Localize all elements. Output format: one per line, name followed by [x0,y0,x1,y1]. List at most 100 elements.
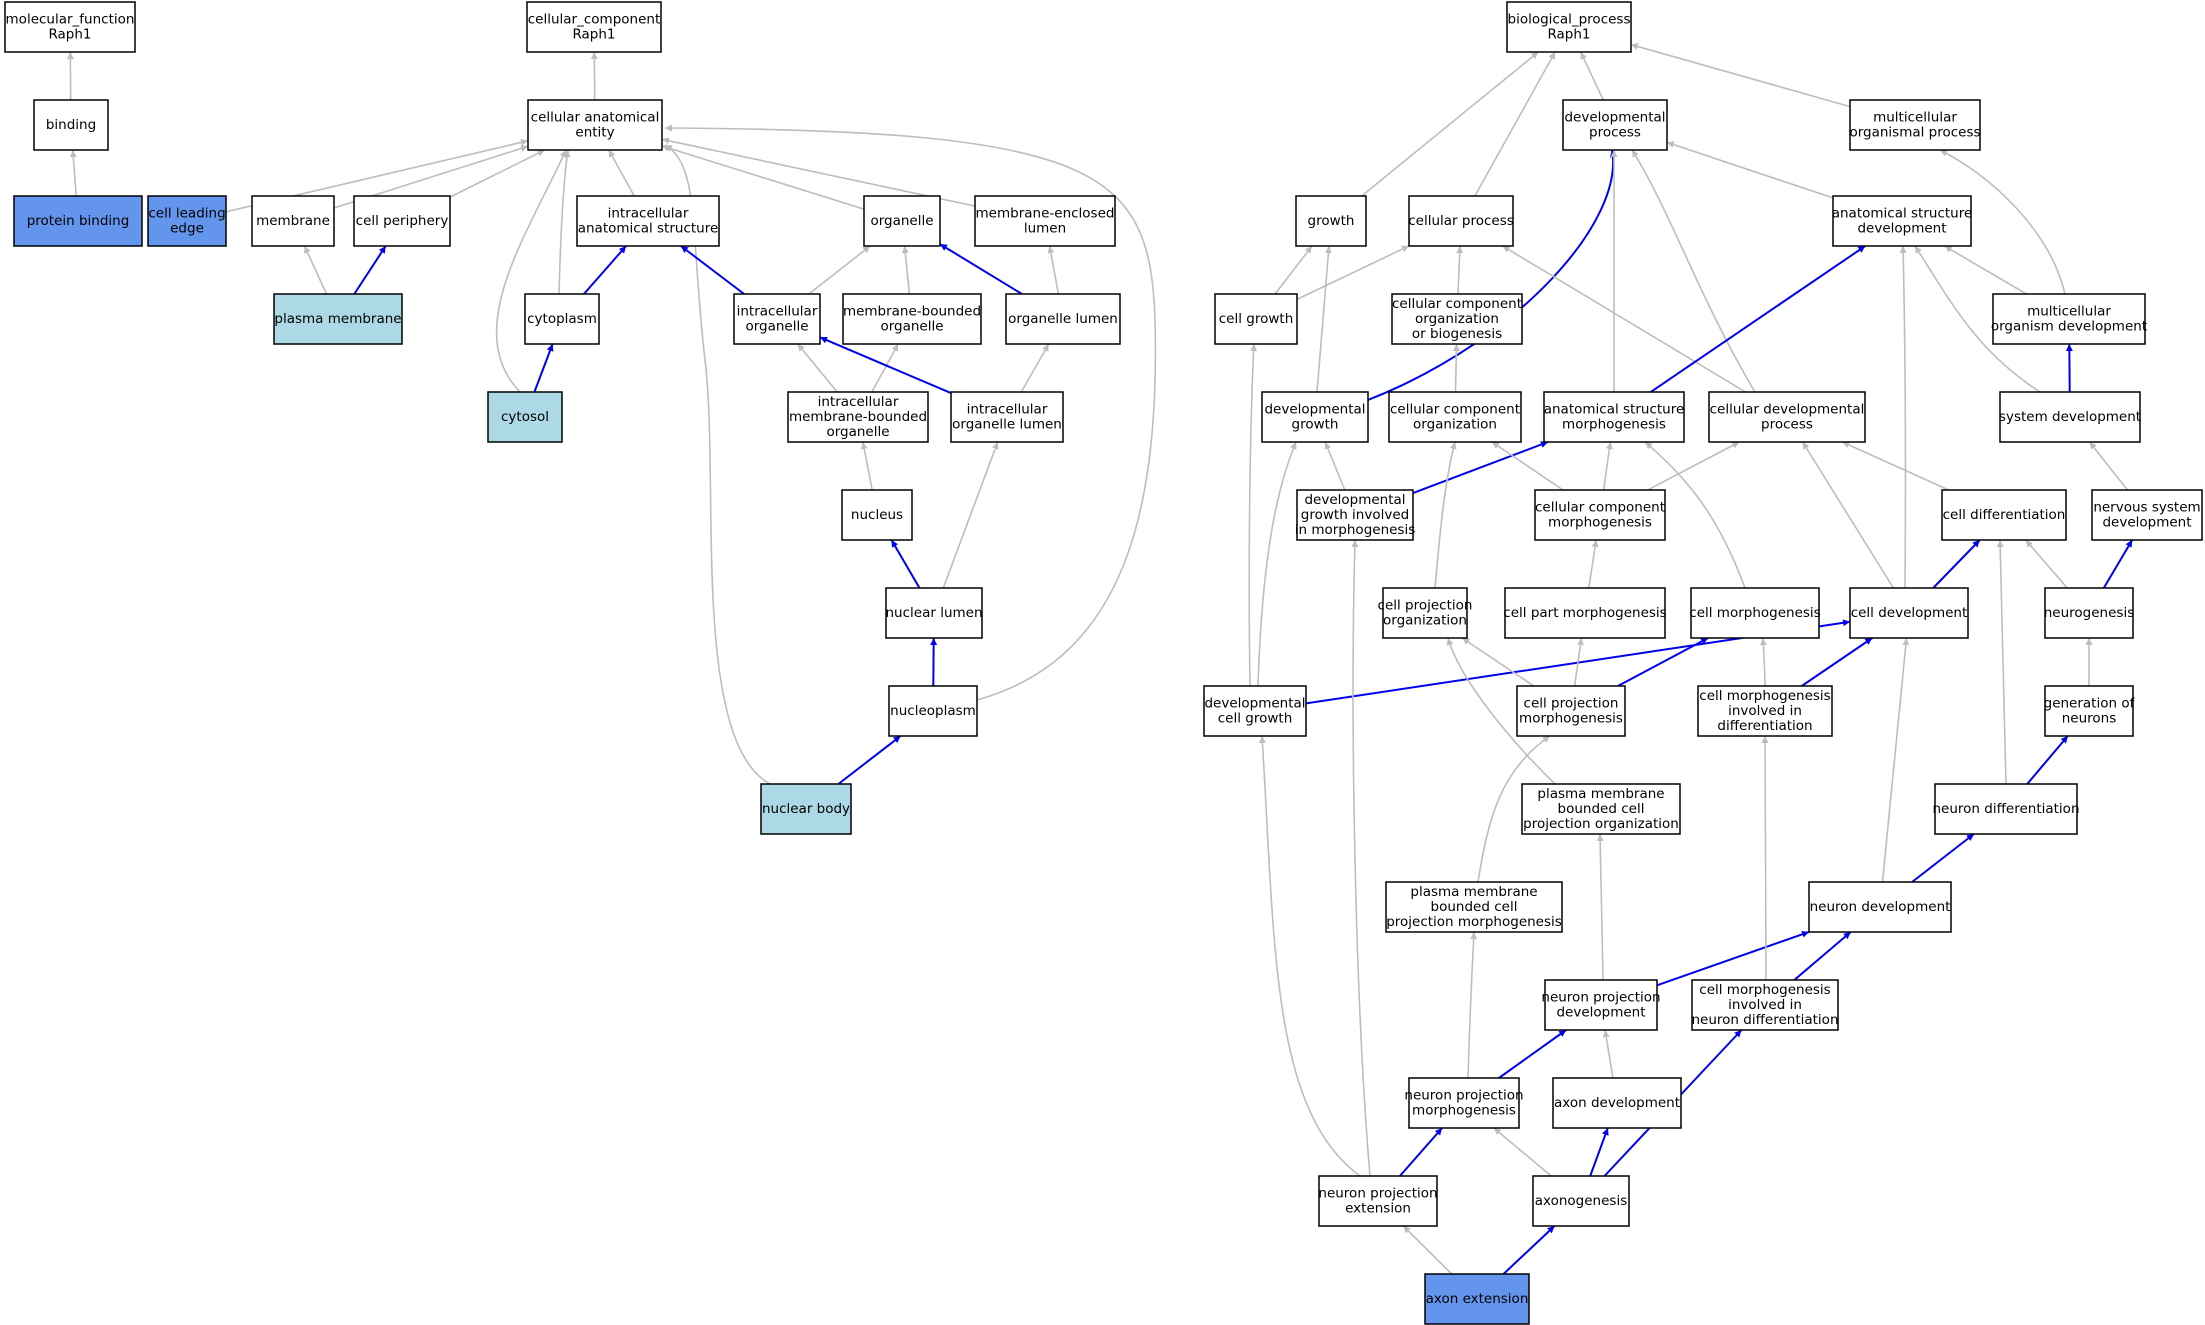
go-term-node-cytosol[interactable]: cytosol [487,391,563,443]
node-label-line: plasma membrane [1410,884,1537,900]
go-term-node-protein-binding[interactable]: protein binding [13,195,143,247]
node-label-line: entity [575,125,614,141]
edge-is-a-neuron_dev-to-cell_dev [1881,637,1910,883]
go-term-node-nuclear-body[interactable]: nuclear body [760,783,852,835]
go-term-node-binding[interactable]: binding [33,99,109,151]
go-term-node-organelle[interactable]: organelle [863,195,941,247]
go-term-node-org-lumen[interactable]: organelle lumen [1005,293,1121,345]
edge-is-a-npm-to-pmbcpm [1467,931,1478,1079]
edge-is-a-cco-to-ccob [1452,343,1460,393]
go-term-node-growth[interactable]: growth [1295,195,1367,247]
go-term-node-sys-dev[interactable]: system development [1999,391,2141,443]
node-label-line: cell growth [1218,711,1293,727]
node-box [487,391,563,443]
node-label-line: morphogenesis [1548,515,1652,531]
go-term-node-plasma-membrane[interactable]: plasma membrane [273,293,403,345]
edge-part-of-cell_dev-to-cell_diff [1932,539,1981,589]
node-label-line: development [2102,515,2191,531]
edge-is-a-protein_binding-to-binding [69,149,77,197]
node-box [524,293,600,345]
go-term-node-cell-growth[interactable]: cell growth [1214,293,1298,345]
go-term-node-nucleoplasm[interactable]: nucleoplasm [888,685,978,737]
node-label-line: organelle [870,213,933,229]
node-label-line: membrane-enclosed [976,206,1115,222]
node-label-line: cytosol [501,409,549,425]
go-term-node-cpm[interactable]: cell part morphogenesis [1503,587,1667,639]
node-box [1391,293,1523,345]
edge-is-a-neuron_diff-to-cell_diff [1996,539,2007,785]
go-term-node-neurogenesis[interactable]: neurogenesis [2044,587,2135,639]
go-term-node-axon-dev[interactable]: axon development [1552,1077,1682,1129]
edge-part-of-axon_ext-to-axonogenesis [1502,1225,1556,1275]
edge-is-a-dcg-to-dev_growth [1257,441,1297,687]
node-label-line: cellular component [1390,402,1520,418]
node-box [1408,1077,1520,1129]
node-label-line: growth [1292,417,1339,433]
edge-is-a-cell_morph-to-asm [1644,441,1746,589]
node-label-line: cell leading [148,206,225,222]
node-label-line: Raph1 [1547,27,1590,43]
go-term-node-membrane[interactable]: membrane [251,195,335,247]
edge-is-a-cell_diff-to-cdp [1842,441,1949,491]
node-label-line: process [1589,125,1641,141]
go-term-node-cell-morph[interactable]: cell morphogenesis [1689,587,1821,639]
go-term-node-cell-diff[interactable]: cell differentiation [1941,489,2067,541]
edge-is-a-growth-to-bp_root [1361,51,1539,197]
node-box [273,293,403,345]
node-label-line: organelle lumen [1008,311,1118,327]
go-term-node-nuclear-lumen[interactable]: nuclear lumen [885,587,983,639]
go-term-node-cell-proc[interactable]: cellular process [1408,195,1514,247]
go-term-node-cytoplasm[interactable]: cytoplasm [524,293,600,345]
go-term-node-cell-periphery[interactable]: cell periphery [353,195,451,247]
edge-is-a-axon_ext-to-npe [1402,1225,1453,1275]
edge-is-a-cell_growth-to-growth [1274,245,1313,295]
go-term-node-neuron-dev[interactable]: neuron development [1808,881,1952,933]
edge-is-a-mod-to-asd [1944,245,2027,295]
node-label-line: morphogenesis [1562,417,1666,433]
go-term-node-axon-ext[interactable]: axon extension [1424,1273,1530,1325]
edge-is-a-mel-to-cae [661,137,976,207]
go-term-node-neuron-diff[interactable]: neuron differentiation [1933,783,2080,835]
node-box [1691,979,1839,1031]
edge-is-a-iol-to-org_lumen [1020,343,1050,393]
go-term-node-axonogenesis[interactable]: axonogenesis [1532,1175,1630,1227]
node-label-line: axon extension [1426,1291,1529,1307]
edge-is-a-ccm-to-cco [1491,441,1564,491]
go-term-node-cell-dev[interactable]: cell development [1849,587,1969,639]
go-term-node-nucleus[interactable]: nucleus [841,489,913,541]
